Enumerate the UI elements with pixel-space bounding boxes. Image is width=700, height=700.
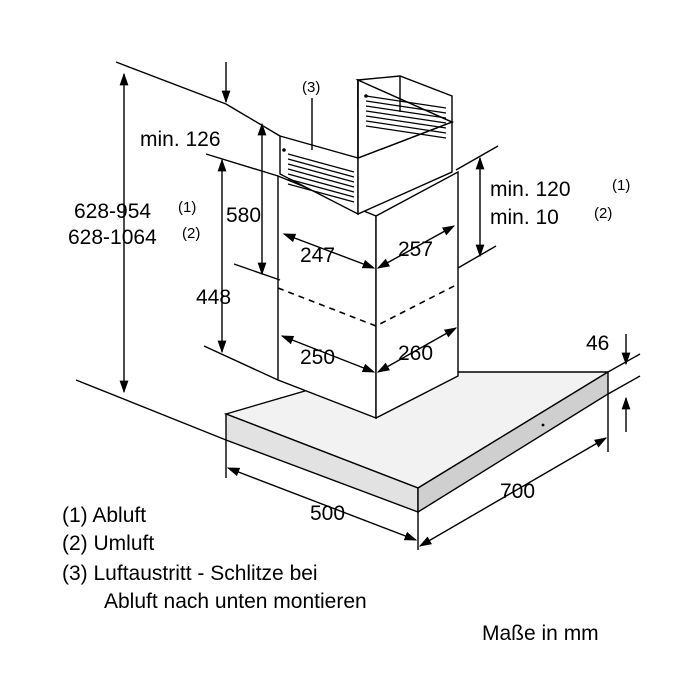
canopy-height-label: 46 bbox=[586, 332, 609, 355]
dimension-lines bbox=[75, 61, 641, 550]
chimney-overlap-line bbox=[277, 283, 459, 327]
lower-width-label: 250 bbox=[300, 346, 335, 369]
air-outlet-slots bbox=[282, 94, 447, 203]
min-120-note: (1) bbox=[612, 177, 630, 194]
min-10-note: (2) bbox=[594, 205, 612, 222]
canopy-width-label: 700 bbox=[500, 480, 535, 503]
upper-width-label: 247 bbox=[300, 244, 335, 267]
callout-3-label: (3) bbox=[302, 79, 320, 96]
lower-chimney-height-label: 448 bbox=[196, 286, 231, 309]
legend: (1) Abluft (2) Umluft (3) Luftaustritt -… bbox=[62, 504, 367, 613]
total-height-1-note: (1) bbox=[178, 199, 196, 216]
total-height-1-label: 628-954 bbox=[74, 200, 151, 223]
upper-chimney-height-label: 580 bbox=[226, 204, 261, 227]
upper-depth-label: 257 bbox=[398, 238, 433, 261]
min-120-label: min. 120 bbox=[490, 178, 571, 201]
total-height-2-note: (2) bbox=[182, 225, 200, 242]
units-note: Maße in mm bbox=[482, 622, 599, 645]
legend-item-2: (2) Umluft bbox=[62, 532, 154, 555]
upper-chimney bbox=[279, 75, 454, 216]
dimension-labels: 628-954 (1) 628-1064 (2) min. 126 580 44… bbox=[68, 79, 630, 525]
lower-depth-label: 260 bbox=[398, 342, 433, 365]
min-10-label: min. 10 bbox=[490, 206, 559, 229]
canopy-depth-label: 500 bbox=[310, 502, 345, 525]
legend-item-3-line1: (3) Luftaustritt - Schlitze bei bbox=[62, 562, 318, 585]
legend-item-1: (1) Abluft bbox=[62, 504, 146, 527]
legend-item-3-line2: Abluft nach unten montieren bbox=[104, 590, 367, 613]
min-126-label: min. 126 bbox=[140, 128, 221, 151]
total-height-2-label: 628-1064 bbox=[68, 226, 157, 249]
